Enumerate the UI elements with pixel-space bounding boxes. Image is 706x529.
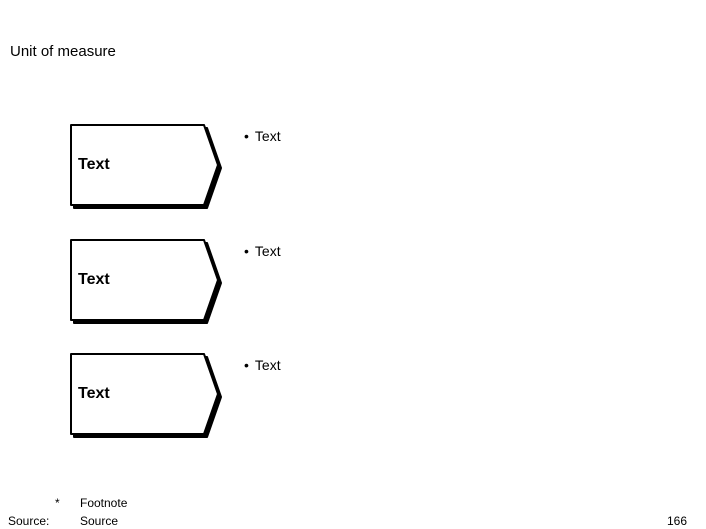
process-arrow-3: Text (70, 353, 223, 439)
bullet-label: Text (254, 243, 281, 259)
source-text: Source (80, 514, 119, 528)
arrow-body (70, 124, 219, 206)
arrow-shape-icon (70, 124, 222, 209)
bullet-item-1: • Text (244, 128, 281, 144)
arrow-label: Text (78, 385, 110, 402)
bullet-icon: • (244, 243, 249, 259)
arrow-label: Text (78, 271, 110, 288)
arrow-body (70, 239, 219, 321)
arrow-label: Text (78, 156, 110, 173)
footnote-text: Footnote (80, 496, 128, 510)
process-arrow-2: Text (70, 239, 223, 325)
footnote-marker: * (55, 496, 60, 510)
arrow-shape-icon (70, 353, 222, 438)
source-label: Source: (8, 514, 50, 528)
bullet-item-2: • Text (244, 243, 281, 259)
bullet-label: Text (254, 357, 281, 373)
unit-of-measure-label: Unit of measure (10, 43, 116, 60)
page-number: 166 (666, 514, 687, 528)
bullet-item-3: • Text (244, 357, 281, 373)
arrow-shape-icon (70, 239, 222, 324)
bullet-label: Text (254, 128, 281, 144)
bullet-icon: • (244, 357, 249, 373)
bullet-icon: • (244, 128, 249, 144)
process-arrow-1: Text (70, 124, 223, 210)
arrow-body (70, 353, 219, 435)
